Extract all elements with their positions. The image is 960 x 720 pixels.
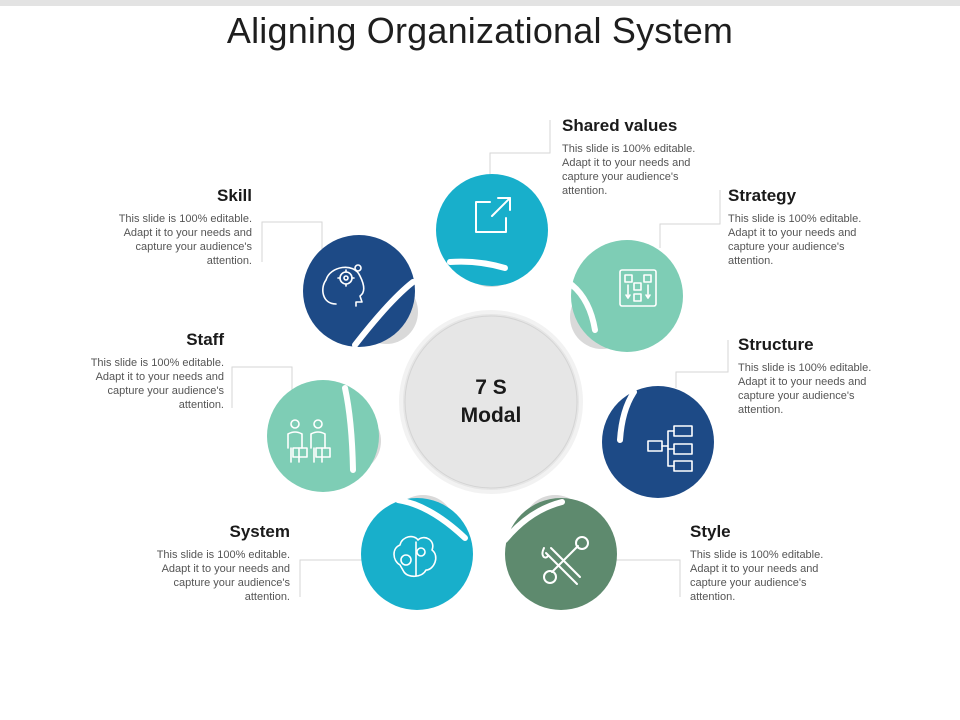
item-description: This slide is 100% editable. Adapt it to… <box>690 549 824 603</box>
team-icon <box>287 419 331 463</box>
connector-shared-values <box>489 120 551 180</box>
item-shared-values: Shared values This slide is 100% editabl… <box>562 116 702 198</box>
petal-separators <box>342 258 637 543</box>
item-description: This slide is 100% editable. Adapt it to… <box>90 357 224 411</box>
connector-lines <box>231 120 729 597</box>
item-description: This slide is 100% editable. Adapt it to… <box>562 143 696 197</box>
connector-strategy <box>659 190 721 248</box>
center-line-1: 7 S <box>475 376 507 399</box>
hierarchy-icon <box>647 425 693 472</box>
connector-staff <box>231 366 293 408</box>
item-strategy: Strategy This slide is 100% editable. Ad… <box>728 186 868 268</box>
connector-system <box>299 559 364 597</box>
item-heading: Structure <box>738 335 814 354</box>
petal-structure[interactable] <box>602 386 714 498</box>
item-heading: Strategy <box>728 186 797 205</box>
page-title: Aligning Organizational System <box>226 10 734 51</box>
item-style: Style This slide is 100% editable. Adapt… <box>690 522 830 604</box>
connector-structure <box>675 340 729 388</box>
connector-style <box>612 559 681 597</box>
center-circle-rim <box>404 315 578 489</box>
item-staff: Staff This slide is 100% editable. Adapt… <box>84 330 224 412</box>
head-gear-icon <box>322 264 365 307</box>
item-description: This slide is 100% editable. Adapt it to… <box>728 213 862 267</box>
item-description: This slide is 100% editable. Adapt it to… <box>118 213 252 267</box>
item-description: This slide is 100% editable. Adapt it to… <box>156 549 290 603</box>
flowchart-icon <box>619 269 657 307</box>
external-link-icon <box>475 197 511 233</box>
petal-skill[interactable] <box>303 235 415 347</box>
top-bar <box>0 0 960 6</box>
petal-shared-values[interactable] <box>436 174 548 286</box>
item-heading: Style <box>690 522 731 541</box>
item-heading: Shared values <box>562 116 678 135</box>
item-heading: Skill <box>217 186 252 205</box>
connector-skill <box>261 221 323 262</box>
brain-gears-icon <box>393 535 437 578</box>
center-circle <box>399 310 583 494</box>
item-heading: System <box>229 522 290 541</box>
petal-style[interactable] <box>505 498 617 610</box>
item-description: This slide is 100% editable. Adapt it to… <box>738 362 872 416</box>
item-skill: Skill This slide is 100% editable. Adapt… <box>112 186 252 268</box>
item-structure: Structure This slide is 100% editable. A… <box>738 335 878 417</box>
center-line-2: Modal <box>461 404 522 427</box>
tools-icon <box>541 536 589 585</box>
petal-staff[interactable] <box>267 380 379 492</box>
item-heading: Staff <box>186 330 224 349</box>
item-system: System This slide is 100% editable. Adap… <box>150 522 290 604</box>
